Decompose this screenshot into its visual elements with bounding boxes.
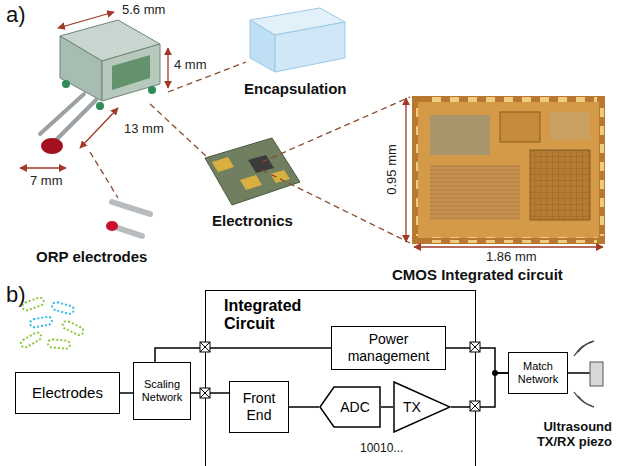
block bbox=[430, 115, 490, 155]
outline bbox=[320, 387, 380, 427]
process-box: Electrodes bbox=[15, 372, 120, 414]
connector bbox=[289, 406, 319, 408]
wire bbox=[568, 372, 590, 374]
block-face bbox=[250, 20, 275, 72]
process-box: Scaling Network bbox=[133, 362, 191, 420]
dimension-arrow bbox=[80, 108, 118, 148]
dimension: 0.95 mm bbox=[385, 137, 400, 201]
leader-line bbox=[90, 152, 118, 198]
node-text: TX bbox=[403, 399, 421, 416]
dimension-arrow bbox=[20, 167, 66, 168]
housing-top bbox=[60, 20, 160, 61]
electrode-rod bbox=[112, 202, 150, 214]
electrode-tip bbox=[106, 221, 118, 231]
connector bbox=[120, 392, 133, 394]
part-name: Electronics bbox=[212, 212, 293, 229]
die bbox=[412, 96, 605, 244]
block bbox=[550, 112, 590, 140]
bacterium bbox=[19, 331, 42, 349]
dimension: 1.86 mm bbox=[486, 250, 537, 265]
tab bbox=[62, 80, 70, 88]
node-text: Power management bbox=[336, 331, 441, 365]
bacterium bbox=[61, 320, 84, 337]
block bbox=[430, 165, 520, 220]
node-text: ADC bbox=[340, 399, 370, 416]
orp-electrodes bbox=[106, 202, 150, 236]
node-text: Scaling Network bbox=[138, 378, 186, 404]
tab bbox=[96, 102, 104, 110]
node-text: Match Network bbox=[513, 360, 563, 386]
pad bbox=[212, 157, 234, 172]
electrode-rod bbox=[40, 94, 84, 134]
dimension-arrow bbox=[414, 246, 603, 247]
bacteria bbox=[19, 296, 84, 348]
pin bbox=[470, 401, 480, 411]
part-name: ORP electrodes bbox=[36, 248, 147, 265]
board bbox=[205, 138, 300, 205]
connector bbox=[191, 392, 229, 394]
housing-side bbox=[102, 44, 160, 101]
wave bbox=[574, 341, 594, 356]
pads bbox=[599, 108, 604, 236]
node-text: Front End bbox=[234, 390, 284, 424]
dimension-arrow bbox=[58, 12, 114, 28]
part-name: Encapsulation bbox=[244, 80, 347, 97]
dimension: 7 mm bbox=[30, 174, 63, 189]
tab bbox=[148, 86, 156, 94]
encapsulation-block bbox=[250, 8, 345, 72]
panel-letter: a) bbox=[6, 2, 26, 27]
node-text: Integrated Circuit bbox=[224, 297, 324, 334]
dimension-arrow bbox=[167, 48, 168, 88]
shape-outline bbox=[393, 381, 451, 433]
adc-shape: ADC bbox=[319, 386, 381, 428]
pad bbox=[270, 170, 290, 183]
node-text: Electrodes bbox=[32, 384, 103, 402]
process-box: Front End bbox=[229, 381, 289, 433]
dimension: 5.6 mm bbox=[122, 3, 165, 18]
process-box: Match Network bbox=[508, 352, 568, 394]
chip-boundary: Integrated CircuitPower managementFront … bbox=[205, 290, 476, 466]
electrode-rod bbox=[112, 226, 142, 236]
bacterium bbox=[51, 301, 74, 314]
chip-photo bbox=[406, 96, 605, 247]
electrode-bulb bbox=[41, 138, 63, 154]
block-face bbox=[250, 8, 345, 35]
connector bbox=[451, 373, 508, 407]
bit-stream: 10010... bbox=[360, 442, 403, 456]
block bbox=[530, 150, 590, 220]
leader-lines bbox=[90, 62, 410, 243]
die-core bbox=[418, 102, 599, 238]
chip bbox=[248, 155, 274, 173]
piezo-element bbox=[590, 362, 603, 386]
pads bbox=[425, 237, 597, 243]
bacterium bbox=[48, 339, 71, 349]
part-name: CMOS Integrated circuit bbox=[392, 266, 563, 283]
amplifier-triangle: TX bbox=[393, 381, 451, 433]
part-name: Ultrasound TX/RX piezo bbox=[520, 420, 612, 450]
electrode-rod bbox=[56, 100, 96, 140]
piezo bbox=[568, 341, 603, 407]
inner-board bbox=[112, 55, 150, 90]
outline bbox=[394, 382, 450, 432]
process-box: Power management bbox=[331, 326, 446, 370]
housing-front bbox=[60, 36, 102, 101]
bacterium bbox=[29, 316, 52, 328]
connector bbox=[155, 348, 331, 362]
connector bbox=[446, 348, 508, 373]
electronics-board bbox=[205, 138, 300, 205]
junction-dot bbox=[492, 370, 498, 376]
dimension: 4 mm bbox=[174, 58, 207, 73]
pin bbox=[470, 342, 480, 352]
pads bbox=[425, 97, 597, 103]
connector bbox=[381, 406, 393, 408]
wave bbox=[574, 392, 594, 407]
panel-letter: b) bbox=[6, 282, 26, 307]
block bbox=[500, 112, 540, 142]
pads bbox=[413, 108, 418, 236]
dimension: 13 mm bbox=[124, 122, 164, 137]
dimension-arrow bbox=[405, 98, 406, 242]
implant-device bbox=[20, 12, 168, 168]
pad bbox=[240, 175, 262, 190]
block-face bbox=[275, 22, 345, 72]
